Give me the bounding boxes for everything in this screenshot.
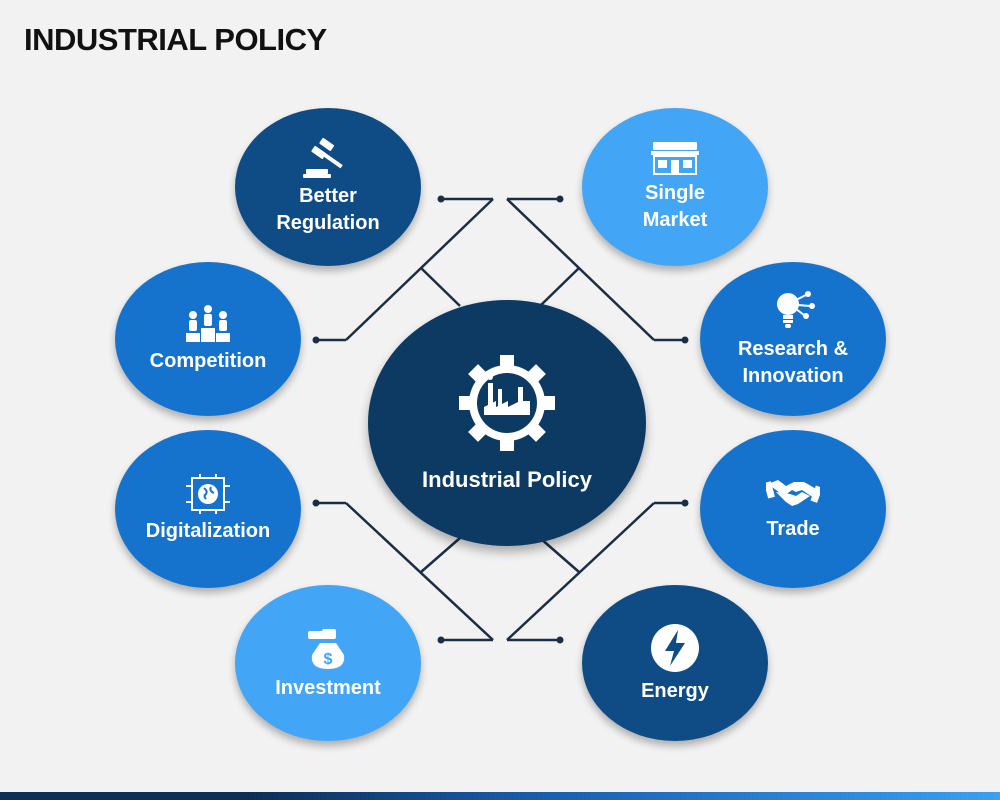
- svg-text:$: $: [324, 651, 333, 668]
- gavel-icon: [303, 137, 343, 178]
- node-label: Investment: [275, 676, 381, 699]
- center-label: Industrial Policy: [422, 467, 592, 492]
- node-competition: Competition: [115, 262, 301, 416]
- market-store-icon: [651, 142, 699, 175]
- podium-people-icon: [186, 304, 230, 342]
- node-label: Digitalization: [145, 519, 271, 542]
- node-better-regulation: Better Regulation: [235, 108, 421, 266]
- node-label: Research & Innovation: [737, 338, 849, 387]
- node-label: Better Regulation: [276, 185, 380, 234]
- node-trade: Trade: [700, 430, 886, 588]
- center-node-industrial-policy: Industrial Policy: [368, 300, 646, 546]
- lightbulb-network-icon: [777, 291, 815, 328]
- node-digitalization: Digitalization: [115, 430, 301, 588]
- globe-circuit-icon: [186, 473, 230, 514]
- money-bag-icon: $: [308, 628, 345, 669]
- node-research-innovation: Research & Innovation: [700, 262, 886, 416]
- handshake-icon: [766, 479, 820, 506]
- node-single-market: Single Market: [582, 108, 768, 266]
- gear-factory-icon: [459, 355, 555, 451]
- node-label: Competition: [149, 349, 267, 372]
- lightning-bolt-icon: [651, 623, 699, 672]
- node-label: Trade: [766, 517, 820, 540]
- node-energy: Energy: [582, 585, 768, 741]
- node-label: Energy: [641, 679, 709, 702]
- page-title: INDUSTRIAL POLICY: [24, 22, 327, 57]
- node-investment: $ Investment: [235, 585, 421, 741]
- bottom-accent-bar: [0, 792, 1000, 800]
- node-label: Single Market: [642, 182, 708, 231]
